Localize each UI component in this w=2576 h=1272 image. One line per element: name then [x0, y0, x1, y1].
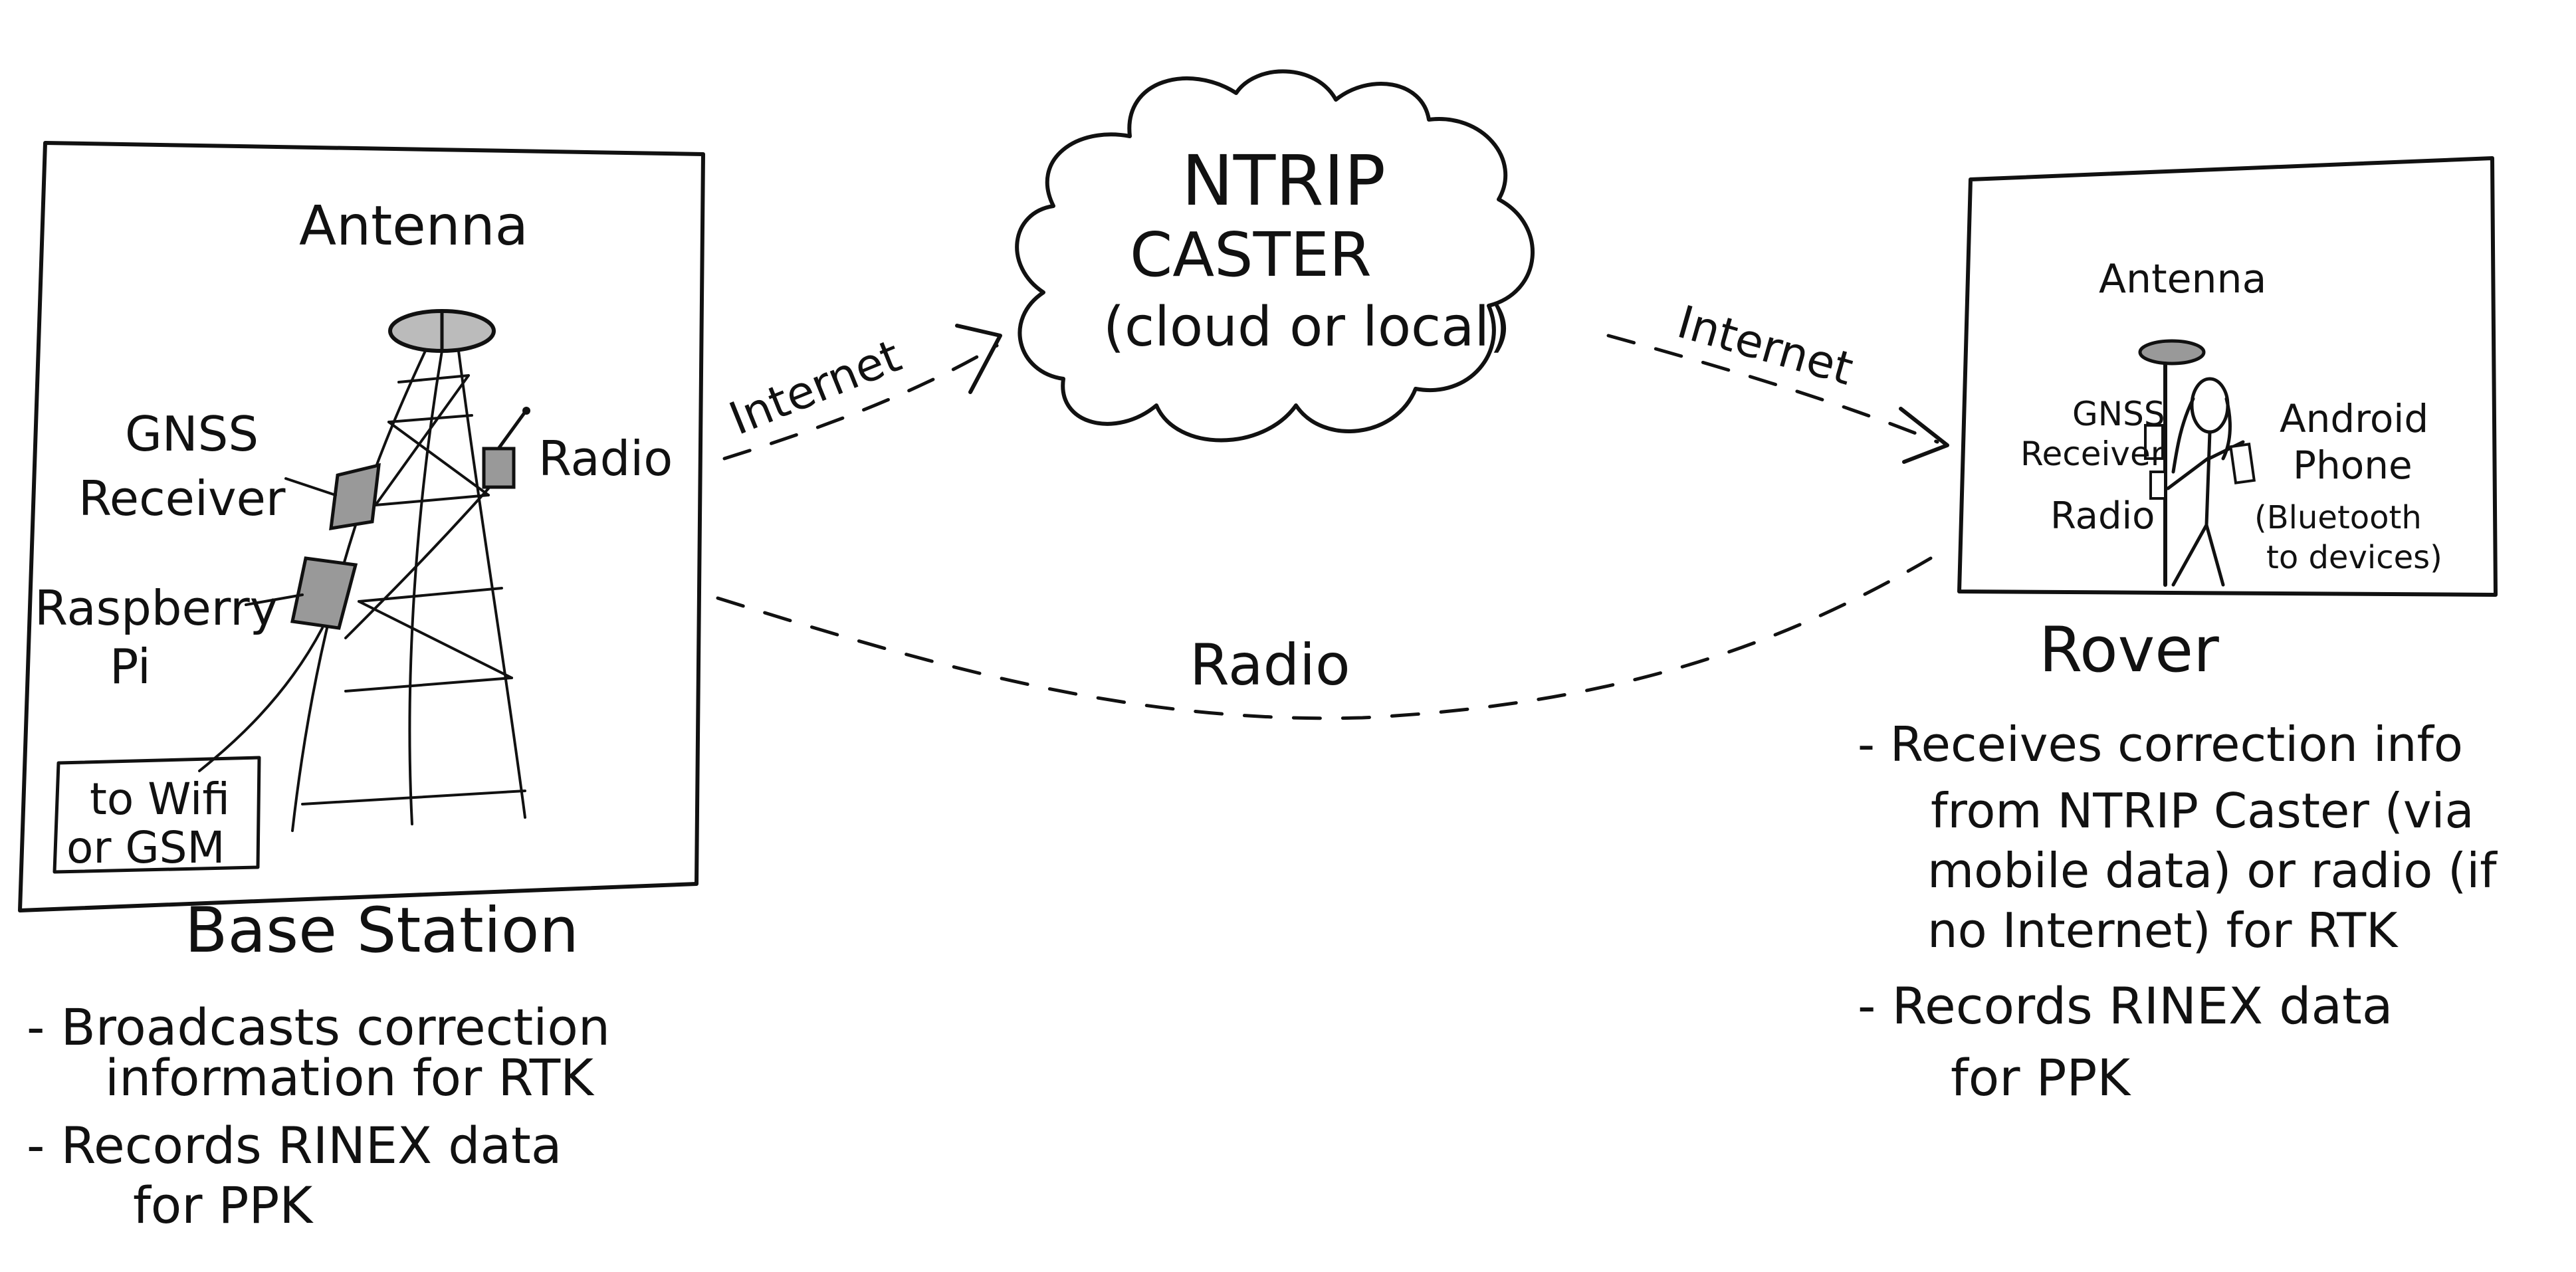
raspberry-pi-box [290, 556, 358, 630]
rover-phone-label-line1: Android [2280, 396, 2428, 441]
radio-link [716, 556, 1933, 720]
rover-bullet1-line2: from NTRIP Caster (via [1931, 783, 2474, 839]
wifi-note-line1: to Wifi [90, 774, 230, 825]
right-internet-arrowhead [1899, 407, 1949, 464]
rover-radio-box [2149, 471, 2167, 500]
rover-group: Antenna GNSS Receiver Radio Android Phon… [1858, 156, 2498, 1107]
base-gnss-receiver-box [329, 463, 381, 530]
rover-bullet2-line2: for PPK [1951, 1048, 2131, 1107]
rover-bullet1-line4: no Internet) for RTK [1927, 902, 2399, 958]
rover-antenna-dish [2138, 339, 2206, 366]
left-internet-label: Internet [722, 330, 909, 445]
rover-gnss-label-line1: GNSS [2072, 395, 2165, 433]
radio-link-label: Radio [1190, 632, 1350, 698]
base-antenna-label: Antenna [299, 195, 528, 258]
connections-group: Internet Internet Radio [716, 296, 1949, 720]
base-station-group: Antenna GNSS Receiver Radio Raspberry Pi… [18, 141, 705, 1235]
rover-bullet2-line1: - Records RINEX data [1858, 976, 2393, 1035]
base-bullet2-line2: for PPK [133, 1176, 314, 1235]
rover-stick-figure [2166, 377, 2245, 587]
rover-frame [1957, 156, 2498, 597]
left-internet-arrowhead [955, 324, 1002, 394]
rover-gnss-label-line2: Receiver [2020, 435, 2165, 473]
base-station-frame [18, 141, 705, 912]
rover-bullet1-line3: mobile data) or radio (if [1927, 843, 2498, 899]
wifi-note-line2: or GSM [66, 822, 225, 873]
base-gnss-label-line2: Receiver [78, 471, 286, 526]
right-internet-link [1606, 334, 1939, 444]
raspberry-pi-label-line1: Raspberry [35, 580, 278, 636]
left-internet-link [722, 344, 999, 461]
ntrip-cloud-shape [1015, 69, 1535, 443]
base-station-title: Base Station [185, 895, 579, 967]
rover-bullet1-line1: - Receives correction info [1858, 716, 2463, 772]
ntrip-caster-line3: (cloud or local) [1103, 296, 1511, 359]
ntrip-caster-line1: NTRIP [1182, 140, 1386, 221]
rover-android-phone [2229, 443, 2256, 484]
raspberry-pi-label-line2: Pi [110, 639, 151, 694]
ntrip-caster-line2: CASTER [1130, 219, 1372, 290]
rover-phone-label-line4: to devices) [2266, 539, 2442, 576]
base-radio-box [482, 407, 530, 489]
base-bullet2-line1: - Records RINEX data [27, 1116, 562, 1175]
rover-antenna-label: Antenna [2099, 256, 2266, 302]
base-bullet1-line2: information for RTK [105, 1048, 595, 1107]
rover-radio-label: Radio [2050, 494, 2155, 538]
base-radio-label: Radio [538, 431, 673, 486]
base-gnss-label-line1: GNSS [125, 406, 259, 462]
rover-gnss-receiver-box [2144, 424, 2164, 460]
rover-title: Rover [2039, 614, 2219, 687]
ntrip-caster-group: NTRIP CASTER (cloud or local) [1015, 69, 1535, 443]
wifi-note-box [53, 756, 261, 874]
base-bullet1-line1: - Broadcasts correction [27, 998, 610, 1057]
rover-phone-label-line3: (Bluetooth [2254, 499, 2422, 536]
rover-phone-label-line2: Phone [2293, 443, 2413, 488]
